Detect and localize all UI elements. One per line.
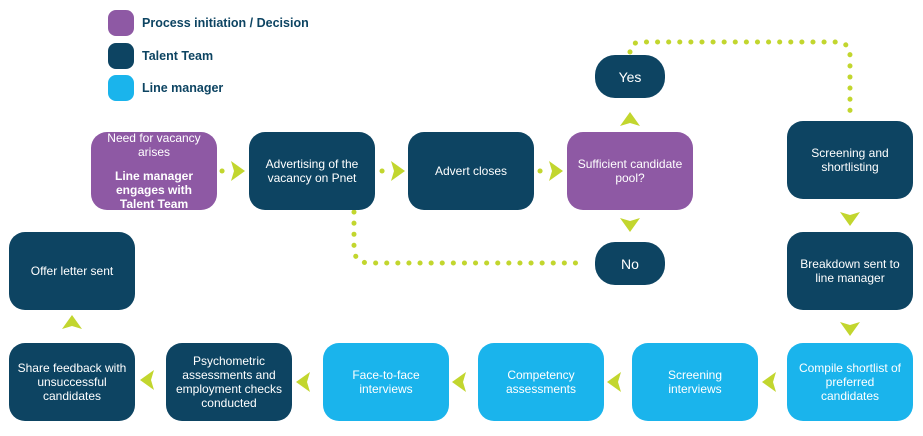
node-label: Breakdown sent to line manager [800, 257, 900, 285]
legend-label: Talent Team [142, 49, 214, 63]
node-need-for-vacancy: Need for vacancy arises Line manager eng… [91, 131, 217, 211]
node-label: No [621, 255, 639, 272]
node-screening-shortlisting: Screening and shortlisting [787, 121, 913, 199]
node-label: Competency assessments [505, 368, 577, 396]
chevron-arrow-icon [231, 161, 245, 181]
node-label: Screening interviews [667, 368, 723, 396]
chevron-arrow-icon [296, 372, 310, 392]
chevron-arrow-icon [549, 161, 563, 181]
legend-swatch-purple [108, 10, 134, 36]
node-compile-shortlist: Compile shortlist of preferred candidate… [787, 343, 913, 421]
node-no: No [595, 242, 665, 285]
chevron-arrow-icon [391, 161, 405, 181]
node-screening-interviews: Screening interviews [632, 343, 758, 421]
dotted-connector [627, 39, 853, 121]
node-label: Need for vacancy arises [107, 131, 201, 159]
node-sublabel: Line manager engages with Talent Team [114, 169, 194, 211]
node-label: Psychometric assessments and employment … [175, 354, 283, 410]
node-yes: Yes [595, 55, 665, 98]
legend-swatch-cyan [108, 75, 134, 101]
node-share-feedback: Share feedback with unsuccessful candida… [9, 343, 135, 421]
node-face-to-face: Face-to-face interviews [323, 343, 449, 421]
chevron-arrow-icon [762, 372, 776, 392]
chevron-arrow-icon [840, 322, 860, 336]
legend-label: Line manager [142, 81, 224, 95]
legend-item-process: Process initiation / Decision [108, 9, 309, 37]
chevron-arrow-icon [62, 315, 82, 329]
node-label: Advert closes [434, 164, 508, 178]
node-advertising: Advertising of the vacancy on Pnet [249, 132, 375, 210]
node-label: Yes [618, 68, 642, 85]
legend-item-line-manager: Line manager [108, 74, 223, 102]
chevron-arrow-icon [620, 112, 640, 126]
chevron-arrow-icon [620, 218, 640, 232]
chevron-arrow-icon [452, 372, 466, 392]
node-label: Screening and shortlisting [811, 146, 889, 174]
node-advert-closes: Advert closes [408, 132, 534, 210]
dotted-connector [351, 209, 589, 266]
node-label: Compile shortlist of preferred candidate… [798, 361, 902, 403]
node-label: Offer letter sent [30, 264, 114, 278]
chevron-arrow-icon [140, 370, 154, 390]
chevron-arrow-icon [607, 372, 621, 392]
node-label: Share feedback with unsuccessful candida… [17, 361, 127, 403]
legend-label: Process initiation / Decision [142, 16, 309, 30]
node-label: Sufficient candidate pool? [577, 157, 683, 185]
node-breakdown: Breakdown sent to line manager [787, 232, 913, 310]
legend-swatch-navy [108, 43, 134, 69]
node-label: Advertising of the vacancy on Pnet [265, 157, 359, 185]
node-competency: Competency assessments [478, 343, 604, 421]
node-psychometric: Psychometric assessments and employment … [166, 343, 292, 421]
node-label: Face-to-face interviews [352, 368, 420, 396]
chevron-arrow-icon [840, 212, 860, 226]
node-offer-letter: Offer letter sent [9, 232, 135, 310]
node-sufficient-pool: Sufficient candidate pool? [567, 132, 693, 210]
legend-item-talent-team: Talent Team [108, 42, 213, 70]
